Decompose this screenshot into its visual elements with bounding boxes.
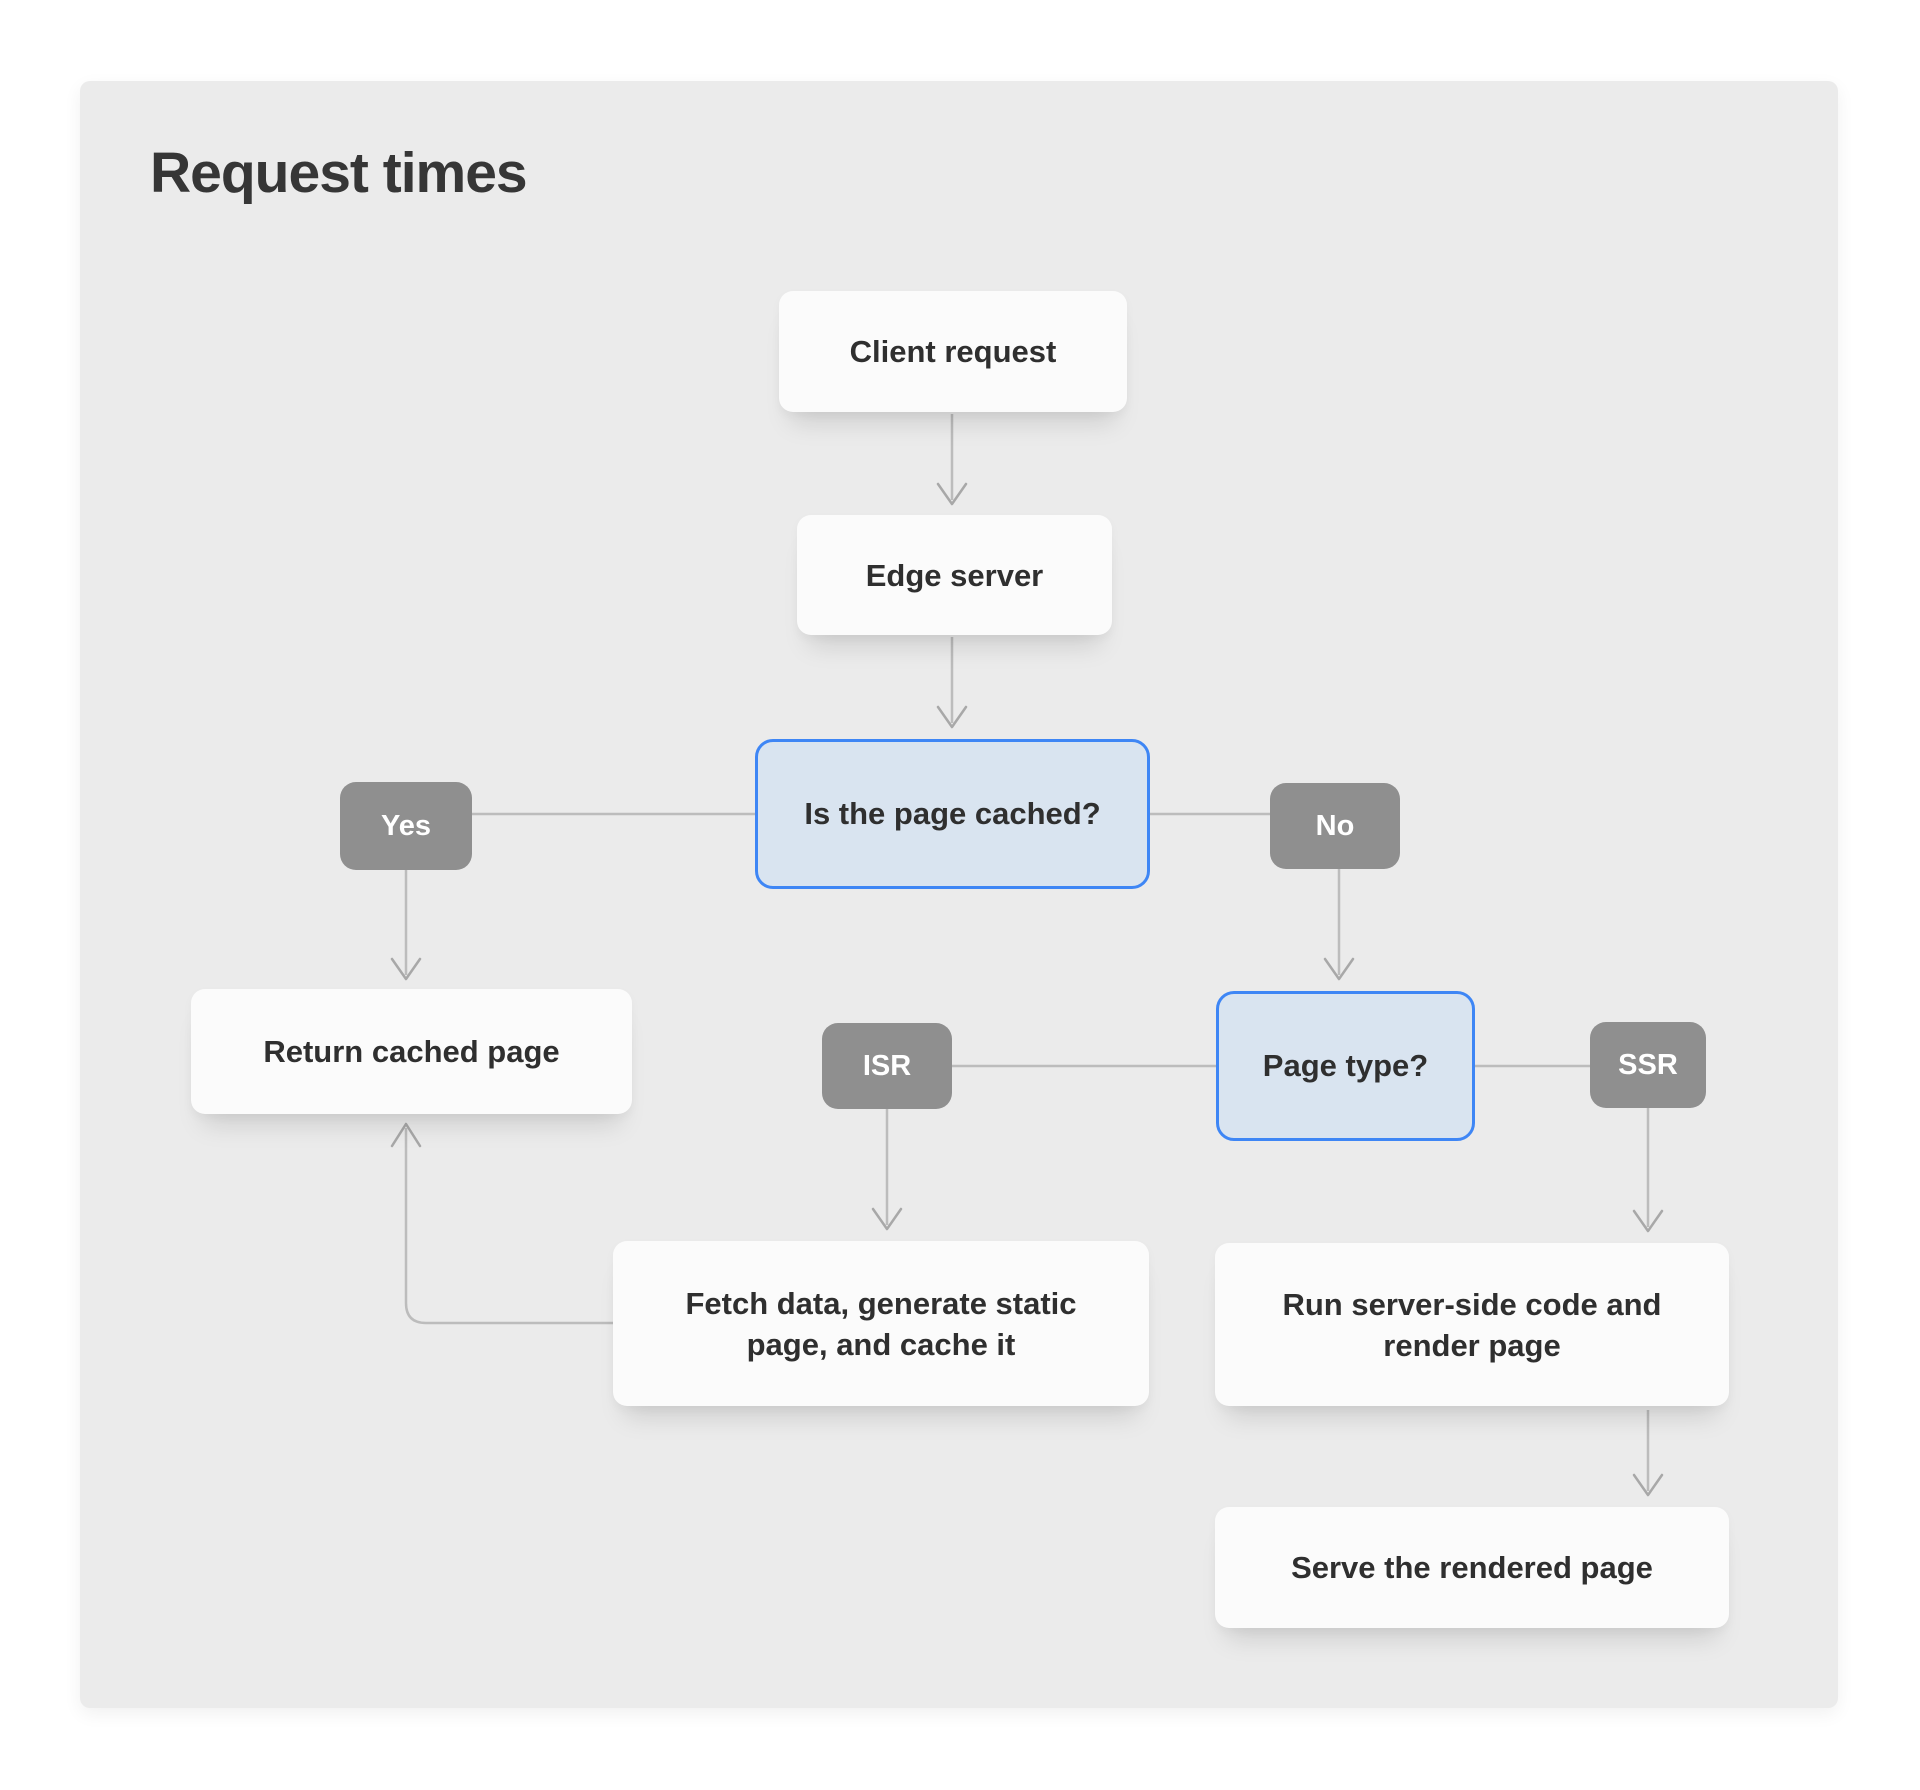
badge-no: No	[1270, 783, 1400, 869]
decision-page-type-label: Page type?	[1262, 1048, 1429, 1083]
arrowhead-down-icon	[390, 957, 422, 981]
badge-yes-label: Yes	[381, 809, 431, 842]
badge-no-label: No	[1315, 809, 1355, 842]
arrowhead-down-icon	[1632, 1209, 1664, 1233]
badge-isr-label: ISR	[862, 1049, 912, 1082]
edge-fetch-to-return	[404, 1128, 613, 1325]
node-edge-server-label: Edge server	[865, 557, 1044, 593]
node-client-request: Client request	[779, 291, 1127, 412]
node-edge-server: Edge server	[797, 515, 1112, 635]
node-return-cached-page-label: Return cached page	[263, 1034, 560, 1069]
arrowhead-down-icon	[1323, 957, 1355, 981]
badge-ssr: SSR	[1590, 1022, 1706, 1108]
badge-ssr-label: SSR	[1618, 1048, 1678, 1081]
node-client-request-label: Client request	[849, 334, 1057, 369]
arrowhead-down-icon	[936, 482, 968, 506]
arrowhead-down-icon	[1632, 1473, 1664, 1497]
arrowhead-down-icon	[936, 705, 968, 729]
badge-yes: Yes	[340, 782, 472, 870]
arrowhead-up-icon	[390, 1122, 422, 1148]
node-fetch-data-label: Fetch data, generate static page, and ca…	[685, 1285, 1077, 1362]
page-title: Request times	[150, 141, 528, 205]
arrowhead-down-icon	[871, 1207, 903, 1231]
decision-is-page-cached: Is the page cached?	[755, 739, 1150, 889]
decision-is-page-cached-label: Is the page cached?	[804, 796, 1101, 831]
node-return-cached-page: Return cached page	[191, 989, 632, 1114]
node-serve-rendered-page: Serve the rendered page	[1215, 1507, 1729, 1628]
badge-isr: ISR	[822, 1023, 952, 1109]
node-run-server-side: Run server-side code and render page	[1215, 1243, 1729, 1406]
node-run-server-side-label: Run server-side code and render page	[1282, 1286, 1662, 1363]
decision-page-type: Page type?	[1216, 991, 1475, 1141]
node-serve-rendered-page-label: Serve the rendered page	[1291, 1550, 1653, 1585]
node-fetch-data: Fetch data, generate static page, and ca…	[613, 1241, 1149, 1406]
